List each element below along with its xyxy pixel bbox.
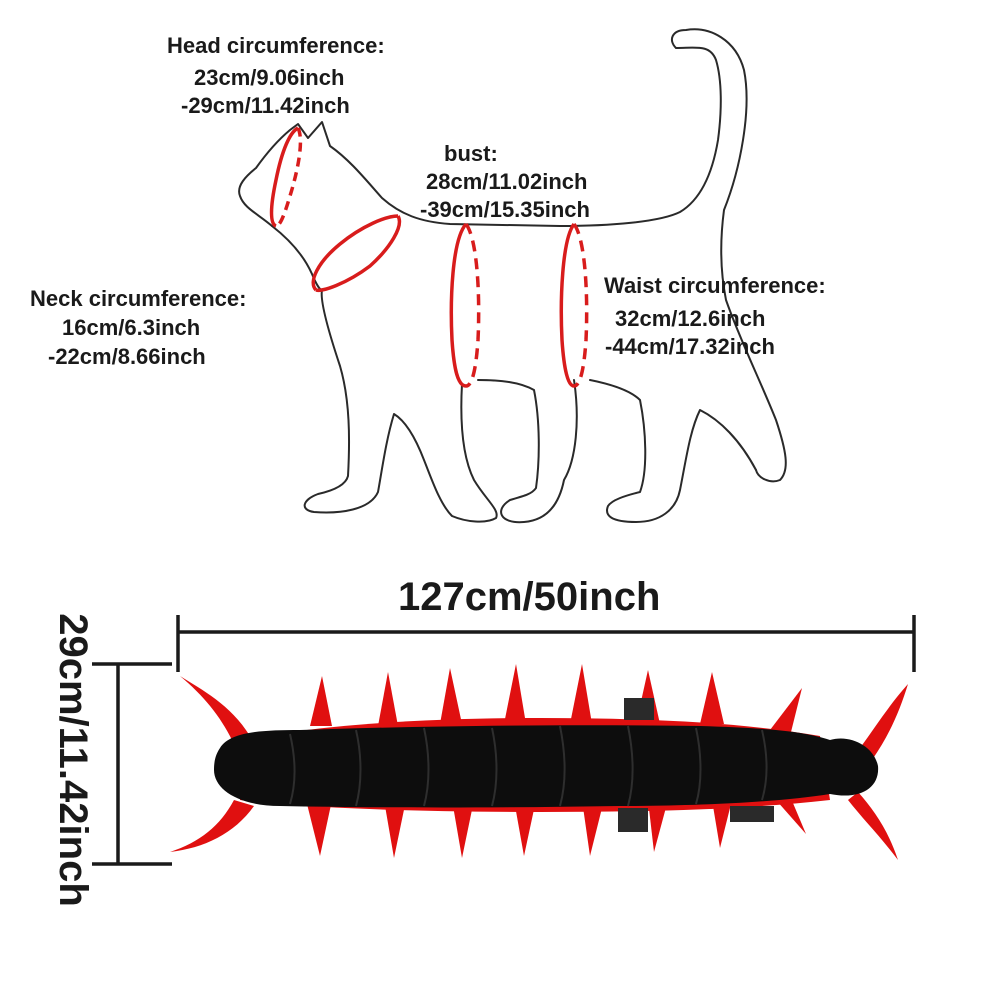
costume-length-label: 127cm/50inch — [398, 575, 661, 619]
measurement-markers — [269, 126, 589, 388]
centipede-costume — [170, 664, 908, 860]
neck-marker — [311, 214, 402, 293]
waist-circumference-min: 32cm/12.6inch — [615, 306, 766, 331]
bust-min: 28cm/11.02inch — [426, 169, 588, 194]
centipede-body — [214, 725, 879, 808]
centipede-segments — [289, 725, 768, 807]
head-circumference-title: Head circumference: — [167, 33, 385, 58]
neck-circumference-title: Neck circumference: — [30, 286, 247, 311]
cat-outline — [238, 28, 787, 524]
length-dimension-line — [176, 615, 916, 672]
waist-circumference-max: -44cm/17.32inch — [605, 334, 775, 359]
bust-max: -39cm/15.35inch — [420, 197, 590, 222]
head-marker — [269, 126, 303, 228]
centipede-strap-top — [624, 698, 654, 720]
neck-circumference-min: 16cm/6.3inch — [62, 315, 201, 340]
height-dimension-line — [92, 662, 172, 866]
waist-circumference-title: Waist circumference: — [604, 273, 826, 298]
head-circumference-min: 23cm/9.06inch — [194, 65, 345, 90]
head-circumference-max: -29cm/11.42inch — [181, 93, 350, 118]
centipede-legs — [170, 664, 908, 860]
neck-circumference-max: -22cm/8.66inch — [48, 344, 206, 369]
centipede-strap-bottom — [618, 808, 648, 832]
bust-title: bust: — [444, 141, 498, 166]
centipede-strap-side — [730, 806, 774, 822]
costume-height-label: 29cm/11.42inch — [51, 613, 95, 907]
bust-marker — [449, 222, 481, 388]
waist-marker — [559, 222, 589, 388]
costume-height-label-wrap: 29cm/11.42inch — [38, 600, 108, 920]
